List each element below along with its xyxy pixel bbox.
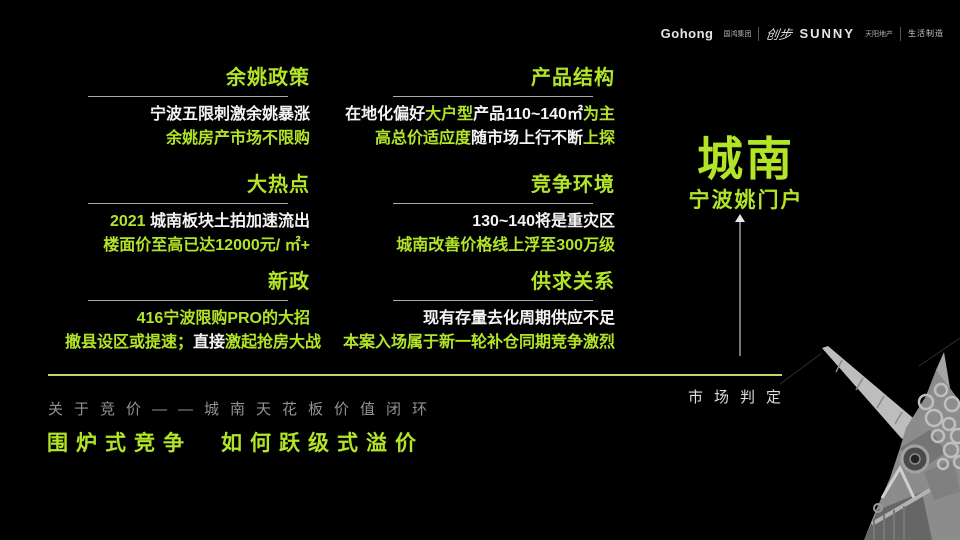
section-text-line: 130~140将是重灾区: [330, 210, 615, 234]
section-title: 新政: [268, 271, 310, 293]
section-text-line: 高总价适应度随市场上行不断上探: [330, 127, 615, 151]
section-title: 竞争环境: [531, 174, 615, 196]
brand-tagline: 生活制造: [908, 29, 944, 38]
section-text-line: 在地化偏好大户型产品110~140㎡为主: [330, 103, 615, 127]
section-text-line: 现有存量去化周期供应不足: [330, 307, 615, 331]
section-text-line: 宁波五限刺激余姚暴涨: [65, 103, 310, 127]
section-new-policy: 新政 416宁波限购PRO的大招撤县设区或提速；直接激起抢房大战: [65, 270, 321, 355]
section-title: 大热点: [247, 174, 310, 196]
gohong-sub-label: 国鸿集团: [723, 30, 752, 38]
text-segment: 416宁波限购PRO的大招: [136, 310, 310, 327]
text-segment: 大户型: [425, 106, 474, 123]
section-title: 供求关系: [531, 271, 615, 293]
section-title: 产品结构: [531, 67, 615, 89]
sunny-sub-label: 天阳地产: [865, 30, 893, 38]
footer-divider-line: [48, 374, 782, 376]
up-arrow-icon: [732, 214, 748, 358]
highlight-block: 城南 宁波姚门户: [655, 132, 837, 214]
arrow-shaft: [739, 222, 741, 356]
section-competition: 竞争环境 130~140将是重灾区城南改善价格线上浮至300万级: [330, 173, 615, 258]
section-text-line: 余姚房产市场不限购: [65, 127, 310, 151]
section-divider: [87, 203, 288, 204]
section-text-line: 416宁波限购PRO的大招: [65, 307, 310, 331]
highlight-title: 城南: [697, 133, 795, 185]
section-text-line: 楼面价至高已达12000元/ ㎡+: [65, 234, 310, 258]
section-text-line: 城南改善价格线上浮至300万级: [330, 234, 615, 258]
section-divider: [87, 300, 288, 301]
text-segment: 上探: [582, 130, 615, 147]
brand-bar: Gohong 国鸿集团 创步 SUNNY 天阳地产 生活制造: [661, 24, 944, 43]
text-segment: 现有存量去化周期供应不足: [422, 310, 615, 327]
text-segment: 为主: [582, 106, 615, 123]
text-segment: 楼面价至高已达12000元/ ㎡+: [103, 237, 310, 254]
text-segment: 城南板块土拍加速流出: [149, 213, 310, 230]
text-segment: 随市场上行不断: [470, 130, 583, 147]
section-divider: [393, 300, 593, 301]
text-segment: 直接: [193, 334, 226, 351]
unicorn-sculpture-image: [779, 337, 960, 540]
section-text-line: 撤县设区或提速；直接激起抢房大战: [65, 331, 321, 355]
text-segment: 城南改善价格线上浮至300万级: [396, 237, 615, 254]
text-segment: 激起抢房大战: [225, 334, 322, 351]
script-logo: 创步: [765, 28, 794, 43]
text-segment: 在地化偏好: [345, 106, 426, 123]
text-segment: 130~140将是重灾区: [472, 213, 615, 230]
arrow-head: [735, 214, 745, 222]
section-title: 余姚政策: [226, 67, 310, 89]
section-label: 市场判定: [688, 389, 793, 406]
text-segment: 产品110~140㎡: [473, 106, 583, 123]
section-divider: [393, 96, 593, 97]
text-segment: 宁波五限刺激余姚暴涨: [149, 106, 310, 123]
section-hotspot: 大热点 2021 城南板块土拍加速流出楼面价至高已达12000元/ ㎡+: [65, 173, 310, 258]
footer-topic: 关于竞价——城南天花板价值闭环: [48, 401, 439, 418]
divider: [758, 26, 760, 41]
text-segment: 2021: [109, 213, 150, 230]
section-text-line: 本案入场属于新一轮补仓同期竞争激烈: [330, 331, 615, 355]
section-supply-demand: 供求关系现有存量去化周期供应不足本案入场属于新一轮补仓同期竞争激烈: [330, 270, 615, 355]
divider: [900, 26, 901, 41]
section-divider: [87, 96, 288, 97]
text-segment: 撤县设区或提速；: [65, 334, 194, 351]
section-yuyao-policy: 余姚政策宁波五限刺激余姚暴涨余姚房产市场不限购: [65, 66, 310, 151]
section-product-structure: 产品结构在地化偏好大户型产品110~140㎡为主高总价适应度随市场上行不断上探: [330, 66, 615, 151]
highlight-subtitle: 宁波姚门户: [688, 189, 804, 212]
sunny-logo: SUNNY: [799, 26, 855, 41]
section-text-line: 2021 城南板块土拍加速流出: [65, 210, 310, 234]
text-segment: 高总价适应度: [374, 130, 471, 147]
footer-headline: 围炉式竞争 如何跃级式溢价: [47, 432, 424, 455]
text-segment: 本案入场属于新一轮补仓同期竞争激烈: [342, 334, 615, 351]
gohong-logo: Gohong: [660, 26, 714, 41]
text-segment: 余姚房产市场不限购: [165, 130, 310, 147]
section-divider: [393, 203, 593, 204]
